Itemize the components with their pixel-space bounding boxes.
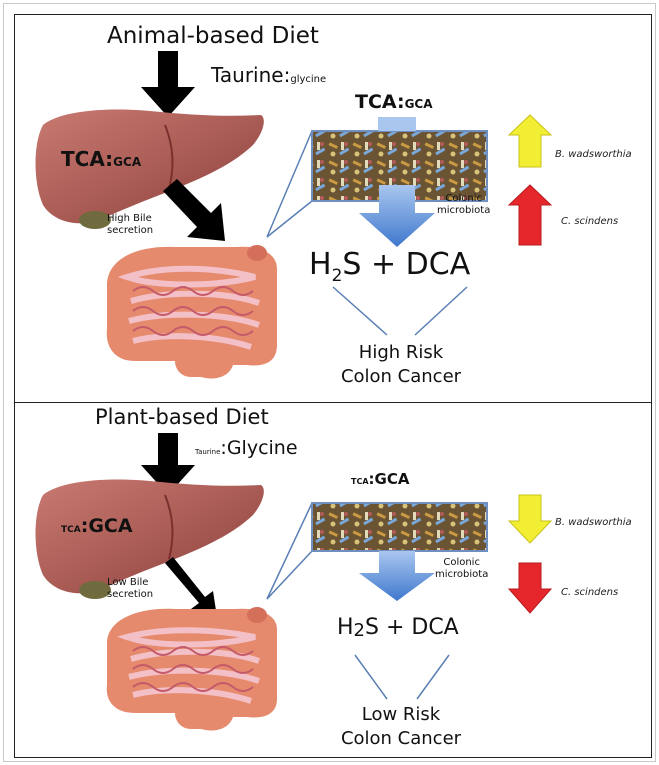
- h2s-h: H: [309, 247, 332, 282]
- bile-label: High Bile secretion: [107, 213, 153, 237]
- h2s-sub: 2: [353, 620, 365, 641]
- yellow-arrow-up: [507, 114, 553, 168]
- h2s-rest: S + DCA: [342, 247, 471, 282]
- microbiota-blue-arrow: [359, 185, 435, 247]
- liver-ratio-label: TCA:GCA: [61, 147, 141, 171]
- ratio-label: Taurine:glycine: [211, 63, 326, 87]
- risk-line-right: [416, 654, 450, 700]
- plant-diet-graphics: [35, 433, 553, 731]
- micro-tca: TCA:: [355, 91, 405, 113]
- h2s-dca-label: H2S + DCA: [309, 247, 470, 286]
- zoom-line-upper: [266, 130, 313, 238]
- diet-to-liver-arrow: [141, 433, 195, 495]
- risk-label: High Risk Colon Cancer: [301, 341, 501, 389]
- yellow-arrow-down: [507, 494, 553, 544]
- diet-title: Animal-based Diet: [107, 23, 319, 49]
- risk-line-2: Colon Cancer: [340, 728, 462, 749]
- bacteria-2-label: C. scindens: [561, 216, 619, 227]
- ratio-taurine: Taurine: [195, 448, 221, 456]
- animal-diet-graphics: [35, 51, 553, 379]
- ratio-taurine: Taurine:: [211, 63, 291, 87]
- zoom-line-lower: [266, 200, 313, 238]
- liver-gca: :GCA: [80, 515, 133, 537]
- liver-ratio-label: TCA:GCA: [61, 515, 133, 537]
- risk-line-right: [414, 286, 468, 336]
- liver-to-intestine-arrow: [165, 557, 217, 617]
- bile-line-1: Low Bile: [107, 577, 149, 588]
- intestine-image: [106, 607, 277, 731]
- microbiota-line-1: Colonic: [443, 557, 480, 568]
- ratio-glycine: glycine: [290, 74, 327, 85]
- bile-line-2: secretion: [107, 589, 154, 600]
- micro-gca: :GCA: [368, 470, 410, 488]
- risk-line-2: Colon Cancer: [340, 366, 462, 387]
- bile-line-2: secretion: [107, 225, 154, 236]
- animal-diet-panel: Animal-based Diet Taurine:glycine TCA:GC…: [14, 14, 652, 403]
- microbiota-line-2: microbiota: [435, 569, 489, 580]
- micro-tca: TCA: [351, 477, 369, 486]
- diet-to-liver-arrow: [141, 51, 195, 117]
- red-arrow-down: [507, 562, 553, 614]
- ratio-glycine: :Glycine: [220, 437, 298, 459]
- bacteria-1-label: B. wadsworthia: [555, 517, 632, 528]
- micro-ratio-label: TCA:GCA: [355, 91, 433, 113]
- microbiota-label: Colonic microbiota: [435, 557, 488, 581]
- zoom-line-upper: [266, 502, 313, 600]
- risk-label: Low Risk Colon Cancer: [301, 703, 501, 751]
- liver-image: [35, 479, 264, 594]
- risk-line-left: [332, 286, 388, 336]
- risk-line-left: [354, 654, 388, 700]
- liver-to-intestine-arrow: [163, 179, 225, 241]
- micro-gca: GCA: [404, 97, 433, 111]
- h2s-sub: 2: [331, 266, 343, 286]
- bacteria-2-label: C. scindens: [561, 587, 619, 598]
- liver-tca: TCA:: [61, 147, 114, 171]
- microbiota-label: Colonic microbiota: [437, 193, 490, 217]
- h2s-dca-label: H2S + DCA: [337, 615, 459, 641]
- liver-image: [35, 109, 264, 224]
- bacteria-1-label: B. wadsworthia: [555, 149, 632, 160]
- liver-gca: GCA: [113, 155, 142, 169]
- ratio-label: Taurine:Glycine: [195, 437, 298, 459]
- risk-line-1: High Risk: [358, 342, 444, 363]
- intestine-image: [106, 245, 277, 379]
- red-arrow-up: [507, 184, 553, 246]
- microbiota-blue-arrow: [359, 551, 435, 601]
- microbiota-line-2: microbiota: [437, 205, 491, 216]
- microbiota-image: [311, 502, 488, 552]
- microbiota-line-1: Colonic: [445, 193, 482, 204]
- plant-diet-panel: Plant-based Diet Taurine:Glycine TCA:GCA…: [14, 402, 652, 758]
- micro-ratio-label: TCA:GCA: [351, 469, 409, 488]
- diet-title: Plant-based Diet: [95, 405, 269, 429]
- figure-frame: Animal-based Diet Taurine:glycine TCA:GC…: [3, 3, 656, 762]
- bile-line-1: High Bile: [107, 213, 152, 224]
- h2s-h: H: [337, 615, 354, 640]
- liver-tca: TCA: [61, 525, 81, 535]
- h2s-rest: S + DCA: [365, 615, 459, 640]
- zoom-line-lower: [266, 550, 313, 600]
- risk-line-1: Low Risk: [361, 704, 441, 725]
- bile-label: Low Bile secretion: [107, 577, 153, 601]
